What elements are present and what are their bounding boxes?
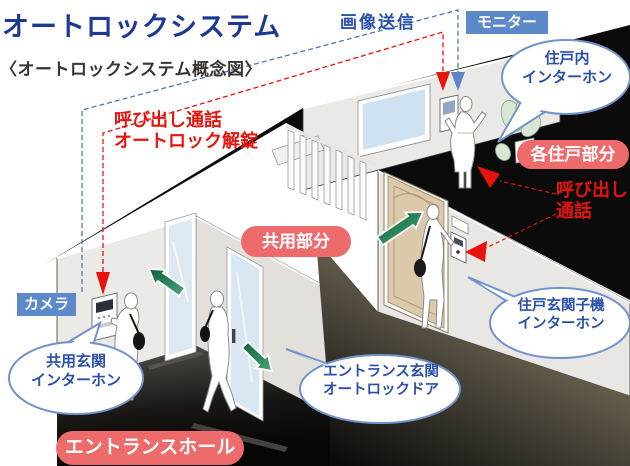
resident-at-monitor-person xyxy=(444,96,487,189)
corridor-railing xyxy=(271,124,377,221)
flow-arrows xyxy=(147,211,425,373)
to-unit-arrow-icon xyxy=(375,211,425,247)
call-unlock-route xyxy=(102,31,444,272)
area-pill-common-area: 共用部分 xyxy=(241,226,351,257)
red-arrow-icon xyxy=(96,272,110,295)
bubble-unit-interphone xyxy=(497,39,630,143)
call-talk-label: 呼び出し 通話 xyxy=(556,180,628,222)
callout-line: インターホン xyxy=(521,68,612,86)
callout-line: インターホン xyxy=(30,371,121,389)
blue-arrow-icon xyxy=(451,72,465,91)
apartment-back-wall xyxy=(302,44,561,191)
callout-line: 住戸内 xyxy=(544,50,590,67)
callout-unit-interphone: 住戸内 インターホン xyxy=(502,50,630,88)
area-pill-dwelling-unit: 各住戸部分 xyxy=(517,140,629,169)
image-transmission-route xyxy=(81,9,459,292)
page-title: オートロックシステム xyxy=(2,12,282,42)
callout-line: 住戸玄関子機 xyxy=(517,298,605,314)
callout-line: インターホン xyxy=(517,316,605,333)
call-talk-line1: 呼び出し xyxy=(556,180,628,200)
call-unlock-line1: 呼び出し通話 xyxy=(114,110,222,130)
diagram-subtitle: 〈オートロックシステム概念図〉 xyxy=(0,60,262,79)
walking-person xyxy=(200,290,237,413)
autolock-sliding-door xyxy=(226,246,264,422)
red-arrow-icon xyxy=(436,72,450,91)
bubble-unit-door-station xyxy=(467,276,630,359)
callout-line: エントランス玄関 xyxy=(323,364,439,380)
call-unlock-line2: オートロック解錠 xyxy=(114,130,258,151)
call-unlock-label: 呼び出し通話 オートロック解錠 xyxy=(114,110,258,152)
camera-tag: カメラ xyxy=(17,293,76,316)
window xyxy=(357,83,431,158)
callout-entrance-autolock-door: エントランス玄関 オートロックドア xyxy=(301,363,461,399)
unit-door-station-device xyxy=(450,215,469,264)
signal-routes xyxy=(81,9,557,292)
call-talk-line2: 通話 xyxy=(556,200,592,221)
callout-line: 共用玄関 xyxy=(45,353,106,370)
callout-common-entrance-interphone: 共用玄関 インターホン xyxy=(10,353,142,391)
route-arrowheads xyxy=(96,72,500,295)
monitor-tag: モニター xyxy=(466,11,548,34)
exit-arrow-icon xyxy=(147,268,187,298)
door-track-rail xyxy=(148,351,203,370)
visitor-at-unit-door-person xyxy=(414,204,455,329)
bubble-entrance-autolock-door xyxy=(285,348,461,424)
red-arrow-icon xyxy=(465,241,487,262)
enter-arrow-icon xyxy=(240,340,274,373)
red-arrow-icon xyxy=(477,166,500,188)
area-pill-entrance-hall: エントランスホール xyxy=(56,431,244,465)
image-transmission-label: 画像送信 xyxy=(340,13,416,32)
callout-line: オートロックドア xyxy=(323,382,439,399)
callout-unit-door-station: 住戸玄関子機 インターホン xyxy=(491,297,630,333)
callout-bubbles xyxy=(8,39,630,424)
bubble-common-entrance-interphone xyxy=(8,320,144,415)
